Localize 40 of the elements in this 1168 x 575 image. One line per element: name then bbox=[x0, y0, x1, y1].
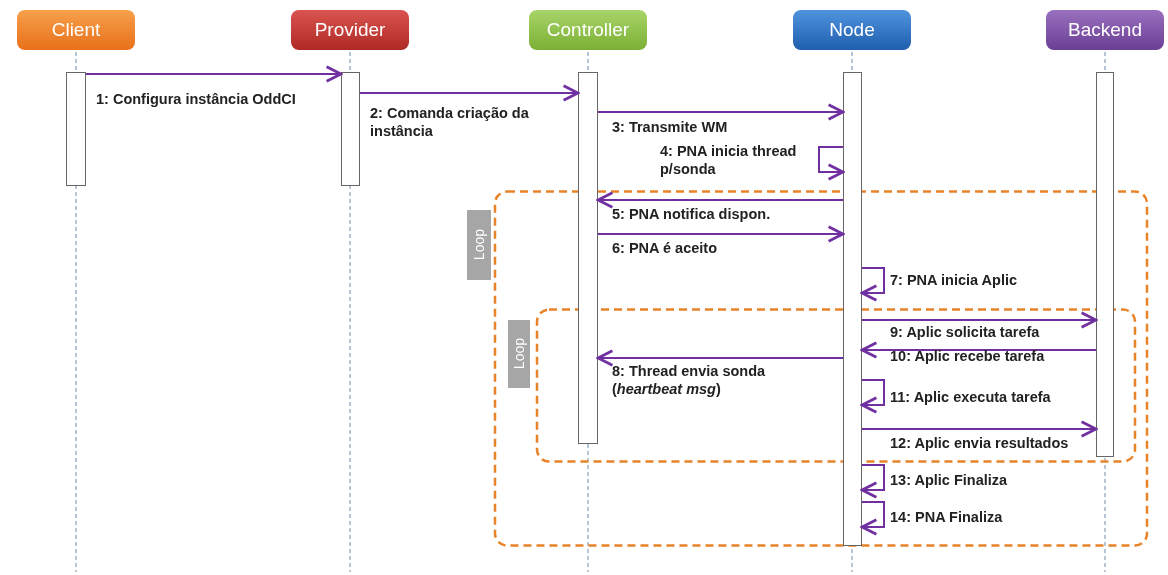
message-arrow bbox=[860, 501, 885, 536]
message-arrow bbox=[85, 65, 343, 83]
message-arrow bbox=[861, 311, 1098, 329]
activation-bar bbox=[66, 72, 86, 186]
participant-box: Client bbox=[17, 10, 135, 50]
message-arrow bbox=[860, 464, 885, 499]
message-label: 3: Transmite WM bbox=[612, 118, 728, 136]
message-arrow bbox=[597, 103, 845, 121]
message-arrow bbox=[860, 341, 1097, 359]
message-label: 6: PNA é aceito bbox=[612, 239, 718, 257]
activation-bar bbox=[843, 72, 862, 546]
message-arrow bbox=[818, 146, 845, 181]
activation-bar bbox=[578, 72, 598, 444]
message-arrow bbox=[596, 349, 844, 367]
message-arrow bbox=[597, 225, 845, 243]
message-label: 12: Aplic envia resultados bbox=[890, 434, 1069, 452]
participant-box: Provider bbox=[291, 10, 409, 50]
message-label: 13: Aplic Finaliza bbox=[890, 471, 1008, 489]
participant-box: Controller bbox=[529, 10, 647, 50]
message-arrow bbox=[860, 379, 885, 414]
loop-label: Loop bbox=[467, 210, 491, 280]
activation-bar bbox=[341, 72, 360, 186]
message-label: 11: Aplic executa tarefa bbox=[890, 388, 1051, 406]
message-label: 1: Configura instância OddCI bbox=[96, 90, 296, 108]
message-arrow bbox=[861, 420, 1098, 438]
message-label: 7: PNA inicia Aplic bbox=[890, 271, 1018, 289]
message-label: 8: Thread envia sonda (heartbeat msg) bbox=[612, 362, 767, 398]
message-label: 2: Comanda criação da instância bbox=[370, 104, 530, 140]
message-label: 5: PNA notifica dispon. bbox=[612, 205, 771, 223]
message-arrow bbox=[860, 267, 885, 302]
message-label: 9: Aplic solicita tarefa bbox=[890, 323, 1040, 341]
activation-bar bbox=[1096, 72, 1114, 457]
message-label: 4: PNA inicia thread p/sonda bbox=[660, 142, 798, 178]
participant-box: Backend bbox=[1046, 10, 1164, 50]
message-label: 10: Aplic recebe tarefa bbox=[890, 347, 1045, 365]
loop-label: Loop bbox=[508, 320, 530, 388]
message-arrow bbox=[359, 84, 580, 102]
message-label: 14: PNA Finaliza bbox=[890, 508, 1003, 526]
message-arrow bbox=[596, 191, 844, 209]
participant-box: Node bbox=[793, 10, 911, 50]
